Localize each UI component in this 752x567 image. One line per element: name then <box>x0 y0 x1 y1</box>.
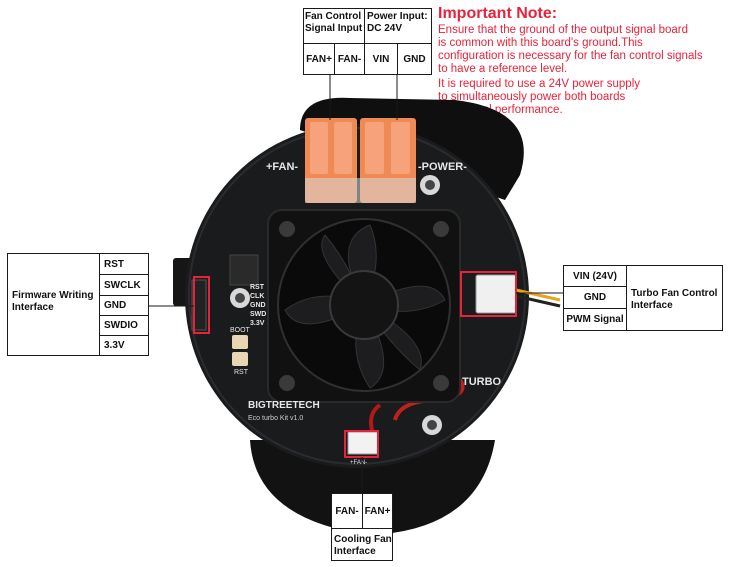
turbo-pin: PWM Signal <box>563 308 627 331</box>
turbo-connector <box>476 275 516 313</box>
fan-control-pin: FAN- <box>334 43 365 75</box>
silk-pin: SWD <box>250 311 266 318</box>
silk-power: -POWER- <box>418 161 467 173</box>
silk-turbo: TURBO <box>462 376 502 388</box>
firmware-pin: SWCLK <box>99 274 149 296</box>
firmware-pin: SWDIO <box>99 315 149 336</box>
power-input-pin: GND <box>397 43 432 75</box>
silk-fan: +FAN- <box>266 161 298 173</box>
firmware-pin: GND <box>99 295 149 316</box>
cooling-pin: FAN+ <box>362 493 393 529</box>
silk-pin: 3.3V <box>250 320 265 327</box>
cooling-title: Cooling Fan Interface <box>334 534 392 558</box>
firmware-pin: 3.3V <box>99 335 149 356</box>
silk-pin: GND <box>250 302 266 309</box>
turbo-pin: GND <box>563 286 627 309</box>
firmware-pin: RST <box>99 253 149 275</box>
power-input-pin: VIN <box>364 43 398 75</box>
silk-fan-bottom: +FAN- <box>350 460 367 466</box>
silk-kit: Eco turbo Kit v1.0 <box>248 415 303 422</box>
firmware-title: Firmware Writing Interface <box>12 290 100 314</box>
fan-control-title: Fan Control Signal Input <box>305 11 365 35</box>
cooling-pin: FAN- <box>331 493 363 529</box>
silk-pin: CLK <box>250 293 264 300</box>
turbo-title: Turbo Fan Control Interface <box>631 288 723 312</box>
silk-boot: BOOT <box>230 327 251 334</box>
bottom-fan-connector <box>348 432 378 454</box>
power-input-title: Power Input: DC 24V <box>367 11 431 35</box>
silk-rst: RST <box>234 369 249 376</box>
fan-control-pin: FAN+ <box>303 43 335 75</box>
silk-brand: BIGTREETECH <box>248 400 320 411</box>
silk-pin: RST <box>250 284 265 291</box>
turbo-pin: VIN (24V) <box>563 265 627 287</box>
